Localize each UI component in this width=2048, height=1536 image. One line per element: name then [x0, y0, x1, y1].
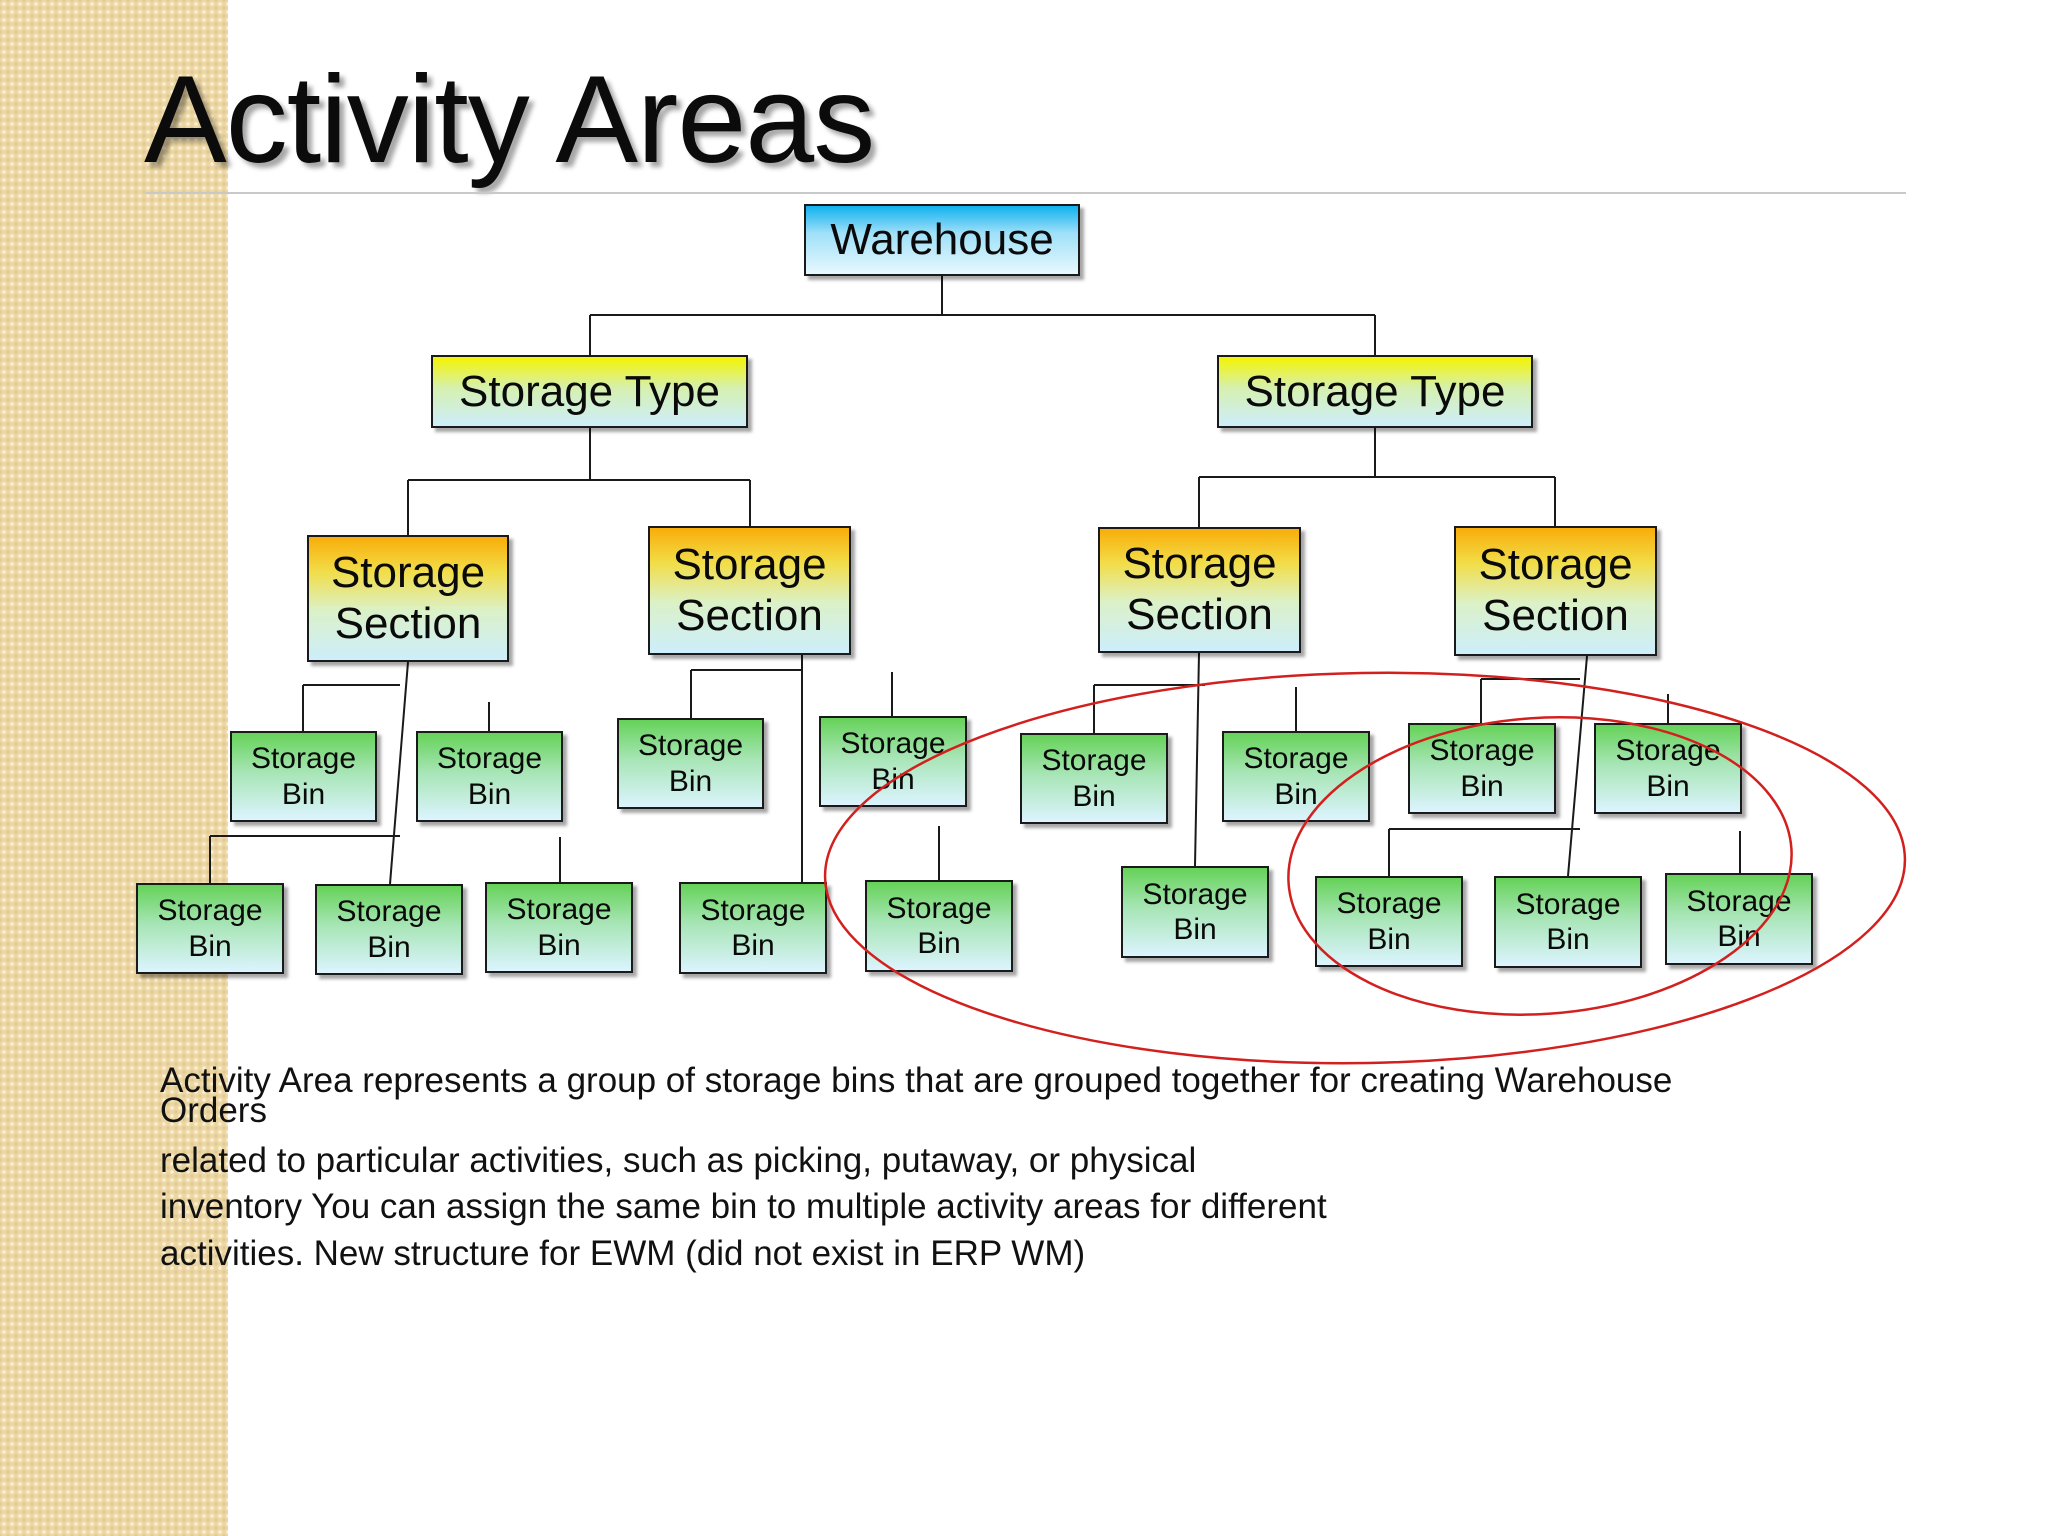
- storage-bin-node: Storage Bin: [315, 884, 463, 975]
- storage-bin-label-line2: Bin: [1646, 769, 1690, 803]
- storage-bin-label-line2: Bin: [731, 929, 775, 962]
- storage-bin-node: Storage Bin: [230, 731, 377, 822]
- connector: [1198, 428, 1556, 527]
- storage-bin-label-line1: Storage: [1429, 734, 1535, 768]
- storage-bin-node: Storage Bin: [1665, 873, 1813, 965]
- storage-bin-label-line1: Storage: [436, 742, 543, 776]
- connector: [589, 276, 1376, 355]
- storage-bin-label-line1: Storage: [886, 891, 992, 925]
- storage-bin-node: Storage Bin: [679, 882, 827, 974]
- storage-bin-node: Storage Bin: [1315, 876, 1463, 967]
- storage-bin-label-line1: Storage: [700, 893, 806, 927]
- storage-bin-label-line2: Bin: [1460, 769, 1504, 803]
- storage-section-label-line1: Storage: [1122, 539, 1277, 589]
- storage-section-node: Storage Section: [1454, 526, 1657, 656]
- warehouse-node: Warehouse: [804, 204, 1080, 276]
- storage-section-label-line2: Section: [334, 598, 482, 648]
- activity-area-outline-small: [1287, 716, 1793, 1016]
- storage-bin-label-line2: Bin: [367, 930, 411, 964]
- storage-bin-node: Storage Bin: [136, 883, 284, 974]
- storage-bin-label-line1: Storage: [1686, 884, 1792, 918]
- storage-section-label-line2: Section: [676, 590, 823, 640]
- storage-bin-node: Storage Bin: [1020, 733, 1168, 824]
- storage-type-node: Storage Type: [1217, 355, 1533, 428]
- storage-bin-node: Storage Bin: [865, 880, 1013, 972]
- storage-section-label-line2: Section: [1126, 590, 1273, 639]
- storage-type-label: Storage Type: [459, 366, 720, 416]
- description-line-3: inventory You can assign the same bin to…: [160, 1187, 1327, 1226]
- connector: [690, 655, 940, 882]
- storage-bin-label-line1: Storage: [250, 742, 357, 776]
- storage-bin-label-line2: Bin: [1274, 777, 1318, 811]
- storage-bin-node: Storage Bin: [416, 731, 563, 822]
- storage-bin-label-line1: Storage: [1515, 887, 1621, 921]
- storage-bin-node: Storage Bin: [617, 718, 764, 809]
- activity-area-outline-large: [823, 671, 1907, 1065]
- description-text: Activity Area represents a group of stor…: [160, 1063, 1672, 1281]
- description-line-4: activities. New structure for EWM (did n…: [160, 1233, 1086, 1273]
- connector: [209, 661, 561, 885]
- slide-title: Activity Areas: [144, 51, 875, 189]
- storage-section-node: Storage Section: [1098, 527, 1301, 653]
- storage-bin-label-line2: Bin: [537, 928, 581, 962]
- storage-bin-label-line1: Storage: [1336, 887, 1442, 921]
- storage-bin-label-line2: Bin: [668, 764, 713, 798]
- storage-section-node: Storage Section: [307, 535, 509, 662]
- storage-section-label-line1: Storage: [1478, 540, 1633, 590]
- storage-type-label: Storage Type: [1244, 366, 1506, 416]
- storage-bin-label-line1: Storage: [1615, 734, 1721, 768]
- storage-bin-label-line1: Storage: [336, 895, 442, 929]
- storage-bin-node: Storage Bin: [1222, 731, 1370, 822]
- storage-bin-label-line1: Storage: [840, 727, 946, 761]
- description-line-1a: Activity Area represents a group of stor…: [160, 1061, 1673, 1100]
- storage-section-label-line1: Storage: [672, 539, 827, 589]
- storage-bin-node: Storage Bin: [485, 882, 633, 973]
- storage-section-label-line1: Storage: [330, 547, 486, 597]
- storage-section-label-line2: Section: [1482, 591, 1629, 640]
- storage-bin-label-line1: Storage: [506, 893, 612, 927]
- storage-section-node: Storage Section: [648, 526, 851, 655]
- storage-bin-label-line1: Storage: [1041, 744, 1147, 778]
- storage-type-node: Storage Type: [431, 355, 748, 428]
- storage-bin-label-line1: Storage: [1142, 877, 1248, 911]
- storage-bin-label-line2: Bin: [917, 927, 961, 960]
- storage-bin-label-line2: Bin: [188, 929, 232, 963]
- storage-bin-label-line2: Bin: [1072, 779, 1116, 813]
- storage-bin-label-line2: Bin: [1173, 913, 1217, 946]
- description-line: Activity Area represents a group of stor…: [160, 1063, 1672, 1130]
- storage-bin-node: Storage Bin: [1594, 723, 1742, 814]
- storage-bin-label-line2: Bin: [1546, 923, 1590, 956]
- storage-bin-label-line2: Bin: [467, 777, 512, 811]
- storage-bin-label-line1: Storage: [1243, 742, 1349, 776]
- storage-bin-node: Storage Bin: [1494, 876, 1642, 968]
- storage-bin-label-line2: Bin: [281, 777, 326, 811]
- description-line-2: related to particular activities, such a…: [160, 1140, 1197, 1180]
- connector: [1093, 652, 1297, 867]
- storage-bin-node: Storage Bin: [1121, 866, 1269, 958]
- title-divider: [146, 192, 1906, 194]
- storage-bin-label-line1: Storage: [157, 894, 263, 928]
- storage-bin-label-line2: Bin: [1367, 922, 1411, 956]
- decorative-side-band: [0, 0, 228, 1536]
- storage-bin-label-line1: Storage: [637, 729, 744, 763]
- connector: [407, 428, 751, 535]
- warehouse-label: Warehouse: [830, 215, 1054, 264]
- description-line-1b: Orders: [160, 1090, 267, 1130]
